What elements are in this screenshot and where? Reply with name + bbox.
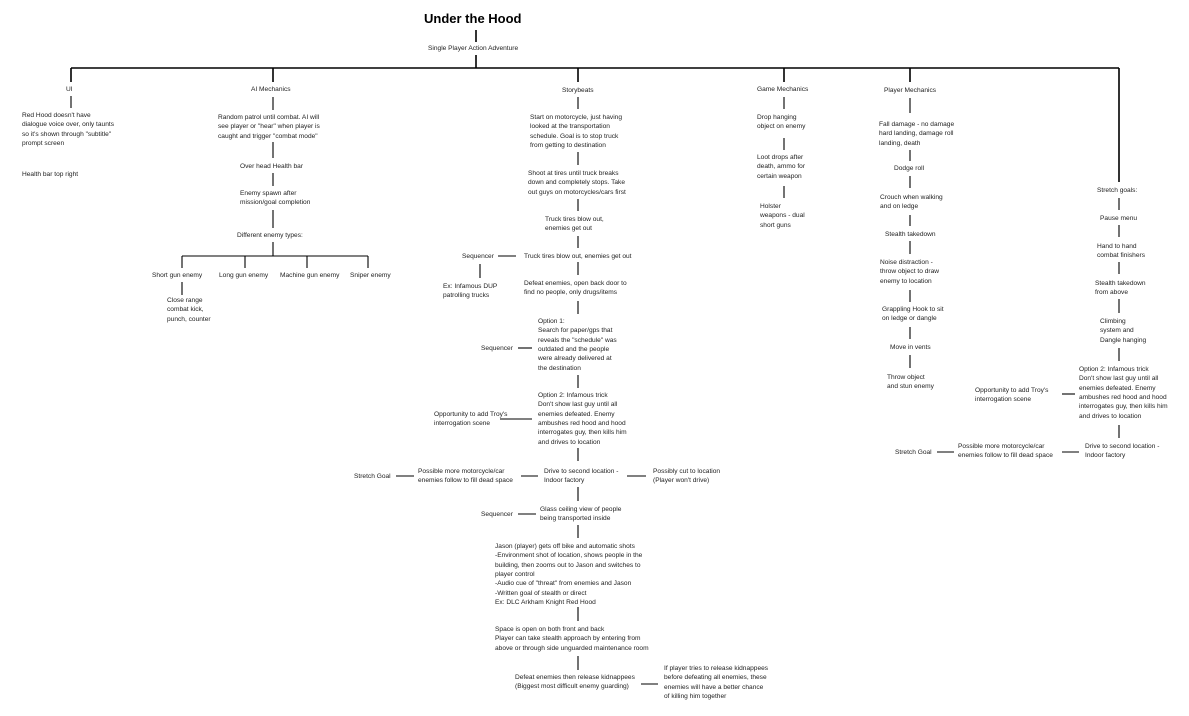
release-warning-note: If player tries to release kidnappees be…: [664, 665, 769, 701]
troy-opportunity-note: Opportunity to add Troy's interrogation …: [434, 411, 508, 428]
story-node: Truck tires blow out, enemies get out: [524, 253, 632, 260]
story-node: Option 2: Infamous trick Don't show last…: [538, 392, 627, 446]
stretch-node: Climbing system and Dangle hanging: [1100, 318, 1147, 344]
game-mechanic-node: Loot drops after death, ammo for certain…: [757, 154, 806, 180]
stretch-node: Hand to hand combat finishers: [1097, 243, 1146, 260]
sequencer-note: Sequencer: [462, 253, 494, 260]
story-node: Truck tires blow out, enemies get out: [545, 216, 604, 233]
player-mechanic-node: Crouch when walking and on ledge: [880, 194, 943, 211]
stretch-node: Option 2: Infamous trick Don't show last…: [1079, 366, 1168, 420]
player-mechanic-node: Throw object and stun enemy: [887, 374, 934, 391]
story-node: Defeat enemies, open back door to find n…: [524, 280, 627, 297]
more-enemies-note: Possible more motorcycle/car enemies fol…: [418, 468, 513, 485]
more-enemies-note: Possible more motorcycle/car enemies fol…: [958, 443, 1053, 460]
player-mechanic-node: Grappling Hook to sit on ledge or dangle: [882, 306, 944, 323]
player-mechanics-heading: Player Mechanics: [884, 87, 937, 94]
stretch-node: Pause menu: [1100, 215, 1138, 222]
stretch-node: Drive to second location - Indoor factor…: [1085, 443, 1160, 460]
story-node: Space is open on both front and back Pla…: [495, 626, 649, 652]
player-mechanic-node: Stealth takedown: [885, 231, 936, 238]
story-node: Start on motorcycle, just having looked …: [530, 114, 622, 150]
game-mechanic-node: Holster weapons - dual short guns: [760, 203, 805, 229]
sequencer-note: Sequencer: [481, 345, 513, 352]
story-node: Shoot at tires until truck breaks down a…: [528, 170, 626, 196]
game-mechanics-heading: Game Mechanics: [757, 86, 809, 93]
enemy-type: Sniper enemy: [350, 272, 391, 279]
sequencer-note: Sequencer: [481, 511, 513, 518]
player-mechanic-node: Move in vents: [890, 344, 931, 351]
enemy-type-detail: Close range combat kick, punch, counter: [167, 297, 211, 323]
ui-note: Health bar top right: [22, 171, 79, 178]
stretch-node: Stealth takedown from above: [1095, 280, 1146, 297]
enemy-type: Short gun enemy: [152, 272, 203, 279]
ui-note: Red Hood doesn't have dialogue voice ove…: [22, 112, 115, 148]
ai-node: Enemy spawn after mission/goal completio…: [240, 190, 311, 207]
stretch-heading: Stretch goals:: [1097, 187, 1138, 194]
player-mechanic-node: Dodge roll: [894, 165, 925, 172]
ui-heading: UI: [66, 86, 73, 93]
troy-opportunity-note: Opportunity to add Troy's interrogation …: [975, 387, 1049, 404]
player-mechanic-node: Fall damage - no damage hard landing, da…: [879, 121, 955, 147]
ai-node: Over head Health bar: [240, 163, 304, 170]
stretch-goal-note: Stretch Goal: [354, 473, 391, 480]
story-node: Defeat enemies then release kidnappees (…: [515, 674, 635, 691]
player-mechanic-node: Noise distraction - throw object to draw…: [880, 259, 940, 285]
enemy-type: Long gun enemy: [219, 272, 269, 279]
ai-node: Random patrol until combat. AI will see …: [218, 114, 320, 140]
cut-to-location-note: Possibly cut to location (Player won't d…: [653, 468, 721, 485]
story-node: Drive to second location - Indoor factor…: [544, 468, 619, 485]
page-title: Under the Hood: [424, 11, 522, 26]
ai-node: Different enemy types:: [237, 232, 303, 239]
stretch-goal-note: Stretch Goal: [895, 449, 932, 456]
subtitle: Single Player Action Adventure: [428, 45, 519, 52]
storybeats-heading: Storybeats: [562, 87, 594, 94]
game-mechanic-node: Drop hanging object on enemy: [757, 114, 806, 131]
story-node: Glass ceiling view of people being trans…: [540, 506, 622, 523]
story-node: Option 1: Search for paper/gps that reve…: [538, 318, 617, 372]
example-note: Ex: Infamous DUP patrolling trucks: [443, 283, 498, 300]
ai-heading: AI Mechanics: [251, 86, 291, 93]
story-node: Jason (player) gets off bike and automat…: [495, 543, 643, 607]
enemy-type: Machine gun enemy: [280, 272, 340, 279]
